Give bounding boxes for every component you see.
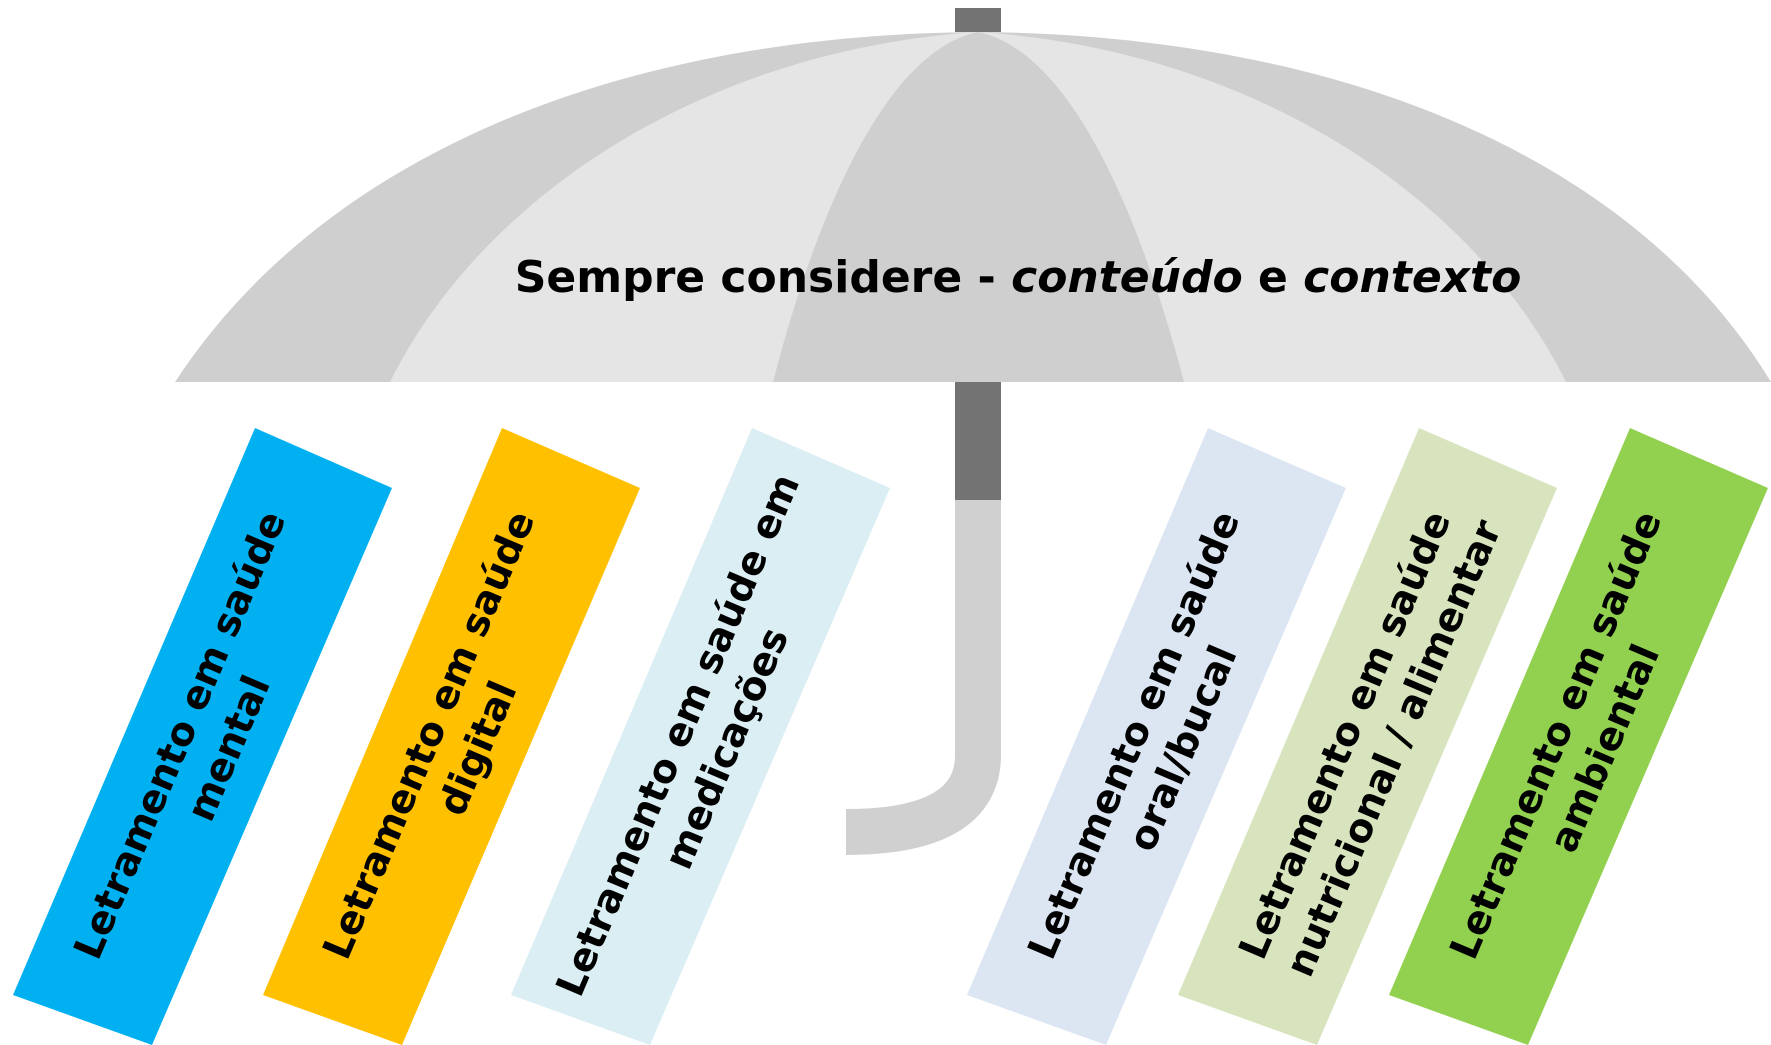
canopy-title: Sempre considere - conteúdo e contexto <box>515 252 1522 303</box>
card-shape <box>967 428 1346 1045</box>
card-shape <box>1178 428 1557 1045</box>
card-shape <box>1389 428 1768 1045</box>
title-text-2: conteúdo <box>1011 252 1243 303</box>
umbrella-canopy <box>175 32 1771 382</box>
umbrella-handle <box>845 500 1001 855</box>
canopy-panel <box>773 32 1184 382</box>
umbrella-shaft-upper <box>955 382 1001 500</box>
card-shape <box>263 428 640 1045</box>
title-text-4: contexto <box>1303 252 1521 303</box>
umbrella-tip <box>955 8 1001 32</box>
title-text-3: e <box>1243 252 1303 303</box>
title-text-1: Sempre considere - <box>515 252 1011 303</box>
card-shape <box>511 428 890 1045</box>
card-shape <box>13 428 392 1045</box>
